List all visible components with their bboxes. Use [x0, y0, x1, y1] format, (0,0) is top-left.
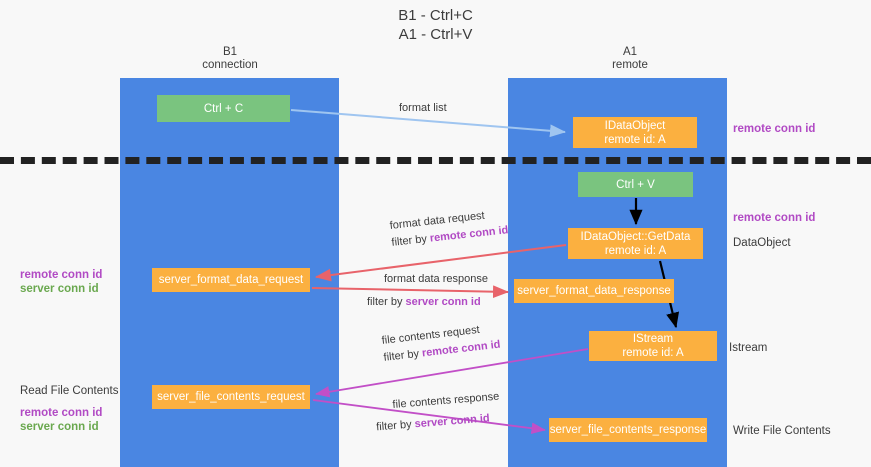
node-istream[interactable]: IStream remote id: A — [589, 331, 717, 361]
node-server-file-contents-request[interactable]: server_file_contents_request — [152, 385, 310, 409]
node-idataobject-label: IDataObject — [604, 119, 666, 132]
lane-header-a1-line1: A1 — [622, 46, 638, 58]
node-istream-label: IStream — [632, 333, 674, 345]
annotation-left-conn-ids-2: Read File Contents remote conn id server… — [20, 384, 118, 434]
annotation-left-server-conn-id-1: server conn id — [20, 283, 99, 295]
edge-label-format-data-response: format data response filter by server co… — [367, 272, 488, 310]
node-server-format-data-response[interactable]: server_format_data_response — [514, 279, 674, 303]
annotation-remote-conn-id-mid: remote conn id — [733, 212, 816, 224]
filter-by-prefix: filter by — [375, 418, 416, 434]
title-line-2: A1 - Ctrl+V — [398, 26, 473, 43]
annotation-left-remote-conn-id-2: remote conn id — [20, 407, 103, 419]
annotation-istream: Istream — [729, 342, 768, 354]
filter-by-highlight: server conn id — [405, 296, 481, 308]
node-ctrl-c[interactable]: Ctrl + C — [157, 95, 290, 122]
lane-header-a1-line2: remote — [612, 59, 648, 71]
node-ctrl-c-label: Ctrl + C — [203, 102, 244, 115]
annotation-dataobject: DataObject — [733, 237, 791, 249]
node-ctrl-v-label: Ctrl + V — [616, 178, 655, 191]
lane-header-b1-line2: connection — [202, 59, 258, 71]
node-server-file-contents-response[interactable]: server_file_contents_response — [549, 418, 707, 442]
annotation-left-server-conn-id-2: server conn id — [20, 421, 99, 433]
annotation-read-file-contents: Read File Contents — [20, 385, 119, 397]
node-istream-sublabel: remote id: A — [622, 347, 684, 359]
edge-label-format-data-response-line2: filter by server conn id — [367, 295, 488, 310]
filter-by-prefix: filter by — [390, 232, 431, 249]
filter-by-prefix: filter by — [383, 347, 423, 364]
annotation-remote-conn-id-top: remote conn id — [733, 123, 816, 135]
lane-header-a1: A1 remote — [550, 46, 710, 72]
lane-header-b1: B1 connection — [150, 46, 310, 72]
node-getdata-label: IDataObject::GetData — [580, 230, 691, 243]
edge-label-format-list: format list — [399, 101, 447, 116]
lane-header-b1-line1: B1 — [222, 46, 238, 58]
node-getdata-sublabel: remote id: A — [604, 244, 667, 257]
node-idataobject-getdata[interactable]: IDataObject::GetData remote id: A — [568, 228, 703, 259]
edge-label-format-list-text: format list — [399, 102, 447, 114]
edge-file-contents-response — [312, 399, 546, 434]
edge-format-list — [290, 109, 566, 138]
edge-file-contents-request — [315, 348, 589, 398]
node-idataobject[interactable]: IDataObject remote id: A — [573, 117, 697, 148]
node-ctrl-v[interactable]: Ctrl + V — [578, 172, 693, 197]
node-idataobject-sublabel: remote id: A — [604, 133, 666, 146]
filter-by-prefix: filter by — [367, 296, 406, 308]
edge-format-data-request — [315, 244, 567, 282]
node-server-file-contents-request-label: server_file_contents_request — [157, 391, 305, 403]
edge-format-data-response — [311, 285, 509, 299]
node-server-file-contents-response-label: server_file_contents_response — [549, 424, 707, 436]
annotation-left-remote-conn-id-1: remote conn id — [20, 269, 103, 281]
node-server-format-data-response-label: server_format_data_response — [517, 285, 671, 297]
title-line-1: B1 - Ctrl+C — [398, 7, 473, 24]
annotation-left-conn-ids-1: remote conn id server conn id — [20, 268, 102, 296]
annotation-write-file-contents: Write File Contents — [733, 425, 831, 437]
phase-divider — [0, 157, 871, 164]
edge-label-format-data-response-line1: format data response — [384, 273, 488, 285]
node-server-format-data-request-label: server_format_data_request — [158, 274, 304, 286]
diagram-title: B1 - Ctrl+C A1 - Ctrl+V — [0, 6, 871, 44]
node-server-format-data-request[interactable]: server_format_data_request — [152, 268, 310, 292]
